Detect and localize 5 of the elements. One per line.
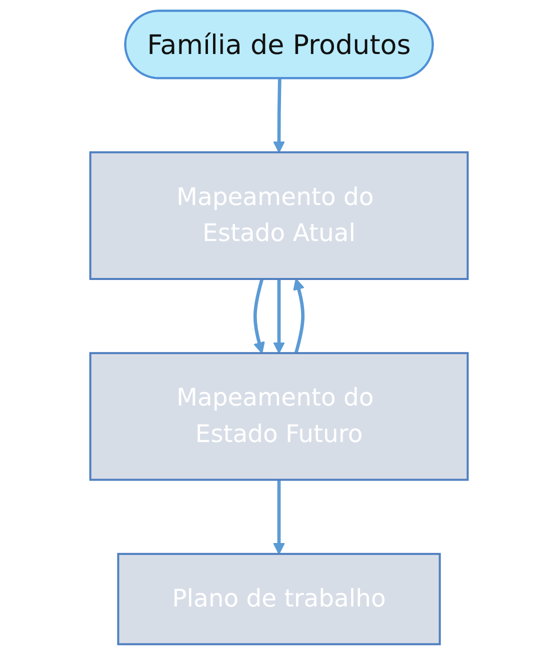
- arrow: [273, 78, 285, 153]
- arrow: [273, 278, 285, 354]
- arrow: [253, 278, 265, 354]
- arrow: [273, 480, 285, 554]
- arrow: [293, 278, 305, 354]
